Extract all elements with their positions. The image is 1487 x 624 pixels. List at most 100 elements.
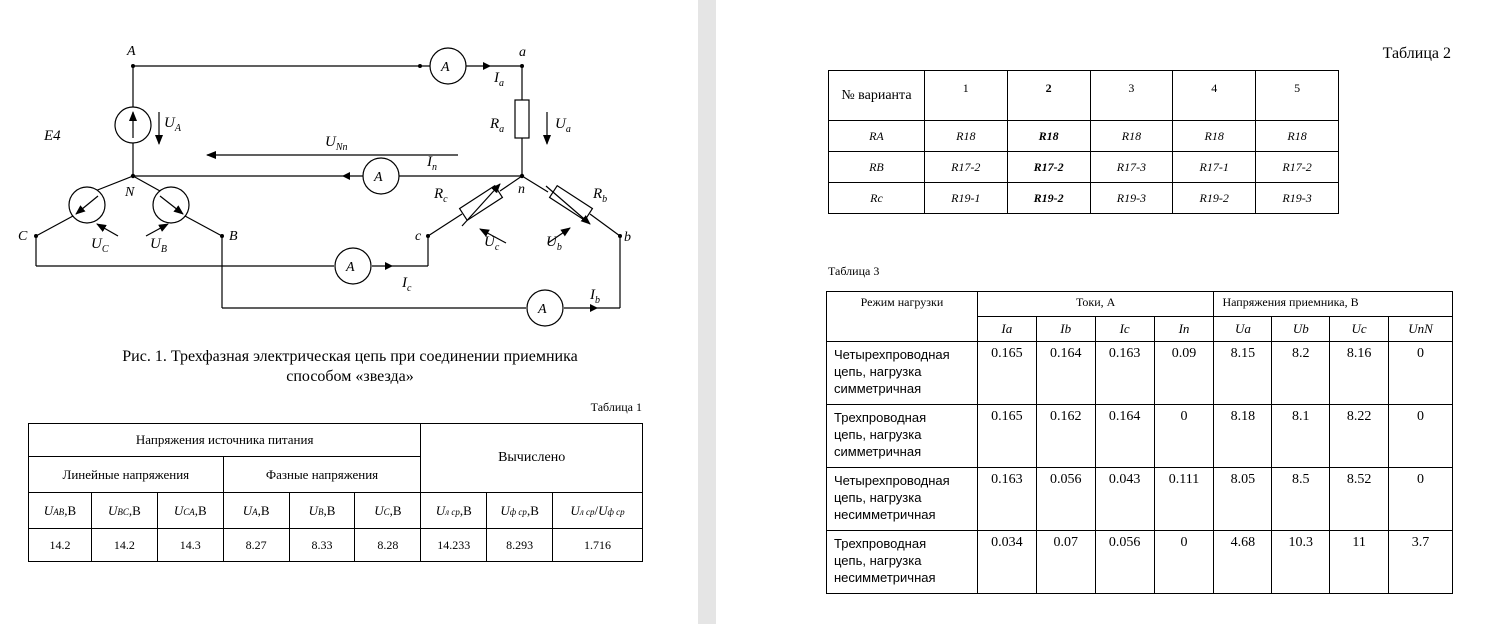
resistor-rc xyxy=(458,184,504,222)
table3-cell: 0.164 xyxy=(1094,404,1155,468)
table3-cell: 0.111 xyxy=(1153,467,1215,531)
table3-cell: 11 xyxy=(1329,530,1390,594)
table3-cell: 10.3 xyxy=(1271,530,1331,594)
table3-header-row: Режим нагрузки Токи, А Напряжения приемн… xyxy=(826,291,1453,342)
table2-cell: R18 xyxy=(923,120,1008,152)
table2: № варианта 1 2 3 4 5 RA R18 R18 R18 R18 … xyxy=(828,70,1339,214)
ammeter-n xyxy=(362,157,400,195)
table3-col-ub: Ub xyxy=(1271,316,1331,342)
table3-col-ic: Ic xyxy=(1094,316,1155,342)
table1-col-ul-avg: Uл ср,В xyxy=(420,492,488,529)
table3: Режим нагрузки Токи, А Напряжения приемн… xyxy=(826,291,1453,594)
ammeter-c xyxy=(334,247,372,285)
node-label-A: A xyxy=(126,44,136,59)
label-unn: UNn xyxy=(325,134,348,153)
table3-col-ib: Ib xyxy=(1035,316,1096,342)
table3-mode-header: Режим нагрузки xyxy=(826,291,978,342)
table3-cell: 0.165 xyxy=(976,341,1037,405)
table2-cell: R18 xyxy=(1255,120,1339,152)
current-arrow-n xyxy=(342,172,350,180)
node-label-n: n xyxy=(518,182,525,197)
table2-row: RB R17-2 R17-2 R17-3 R17-1 R17-2 xyxy=(828,151,1339,183)
table2-cell: R19-3 xyxy=(1089,182,1174,214)
table2-cell: R17-3 xyxy=(1089,151,1174,183)
table2-cell: R17-2 xyxy=(1255,151,1339,183)
table2-row: RA R18 R18 R18 R18 R18 xyxy=(828,120,1339,152)
figure-caption-line1: Рис. 1. Трехфазная электрическая цепь пр… xyxy=(122,348,578,365)
current-arrow-c xyxy=(385,262,393,270)
table2-row-label: RB xyxy=(828,151,925,183)
table3-cell: 0.164 xyxy=(1035,341,1096,405)
label-ra: Ra xyxy=(489,116,504,135)
table2-cell: R18 xyxy=(1006,120,1091,152)
table3-cell: 0 xyxy=(1153,530,1215,594)
label-ia: Ia xyxy=(493,70,504,89)
table3-col-unn: UnN xyxy=(1388,316,1453,342)
ammeter-b xyxy=(526,289,564,327)
circuit-diagram: A a E4 N n C B c b A A A A UA Ua UNn Ia … xyxy=(18,44,631,327)
label-uc-source: UC xyxy=(91,236,109,255)
table3-cell: 8.5 xyxy=(1271,467,1331,531)
table1-cell: 14.2 xyxy=(90,528,158,562)
table2-header-variant: № варианта xyxy=(828,70,925,121)
table1-cell: 8.293 xyxy=(486,528,554,562)
table3-cell: 8.22 xyxy=(1329,404,1390,468)
table2-cell: R19-2 xyxy=(1006,182,1091,214)
table1-computed-header: Вычислено xyxy=(420,423,643,493)
table3-col-ua: Ua xyxy=(1213,316,1273,342)
table3-cell: 8.05 xyxy=(1213,467,1273,531)
table3-cell: 0.07 xyxy=(1035,530,1096,594)
table1-col-uc: UC,В xyxy=(354,492,422,529)
table1-line-header: Линейные напряжения xyxy=(28,456,224,493)
table3-cell: 0 xyxy=(1388,341,1453,405)
table2-variant: 1 xyxy=(923,70,1008,121)
table3-cell: 0 xyxy=(1153,404,1215,468)
table1-column-headers: UAB,В UBC,В UCA,В UA,В UB,В UC,В Uл ср,В… xyxy=(28,492,643,529)
table3-cell: 0.056 xyxy=(1035,467,1096,531)
node-label-C: C xyxy=(18,229,28,244)
table2-row-label: Rc xyxy=(828,182,925,214)
table1-cell: 1.716 xyxy=(552,528,643,562)
table1-cell: 8.28 xyxy=(354,528,422,562)
table3-cell: 8.2 xyxy=(1271,341,1331,405)
table2-variant-selected: 2 xyxy=(1006,70,1091,121)
node-label-c: c xyxy=(415,229,422,244)
table2-cell: R19-3 xyxy=(1255,182,1339,214)
table2-cell: R19-1 xyxy=(923,182,1008,214)
label-rb: Rb xyxy=(592,186,607,205)
table1-col-ratio: Uл ср/Uф ср xyxy=(552,492,643,529)
table3-voltages-header: Напряжения приемника, В xyxy=(1213,291,1453,317)
source-label-e4: E4 xyxy=(43,128,61,144)
ammeter-a xyxy=(429,47,467,85)
table1-row: 14.2 14.2 14.3 8.27 8.33 8.28 14.233 8.2… xyxy=(28,528,643,562)
table2-row: Rc R19-1 R19-2 R19-3 R19-2 R19-3 xyxy=(828,182,1339,214)
node-label-a: a xyxy=(519,45,526,60)
label-ub-load: Ub xyxy=(546,234,562,253)
node-label-N: N xyxy=(124,185,135,200)
table2-cell: R17-2 xyxy=(923,151,1008,183)
label-ua-source: UA xyxy=(164,115,182,134)
table3-col-in: In xyxy=(1153,316,1215,342)
node-label-b: b xyxy=(624,230,631,245)
resistor-rb xyxy=(548,184,594,222)
label-ua-load: Ua xyxy=(555,116,571,135)
table1-cell: 14.233 xyxy=(420,528,488,562)
document-page-left: A a E4 N n C B c b A A A A UA Ua UNn Ia … xyxy=(0,0,698,624)
label-rc: Rc xyxy=(433,186,448,205)
table1-col-uab: UAB,В xyxy=(28,492,92,529)
table1-phase-header: Фазные напряжения xyxy=(222,456,422,493)
table3-cell: 0.09 xyxy=(1153,341,1215,405)
table3-cell: 8.15 xyxy=(1213,341,1273,405)
table3-cell: 0 xyxy=(1388,404,1453,468)
table3-col-ia: Ia xyxy=(976,316,1037,342)
table3-cell: 8.16 xyxy=(1329,341,1390,405)
table3-cell: 0.034 xyxy=(976,530,1037,594)
table2-cell: R19-2 xyxy=(1172,182,1257,214)
table1-source-header: Напряжения источника питания xyxy=(27,423,422,457)
